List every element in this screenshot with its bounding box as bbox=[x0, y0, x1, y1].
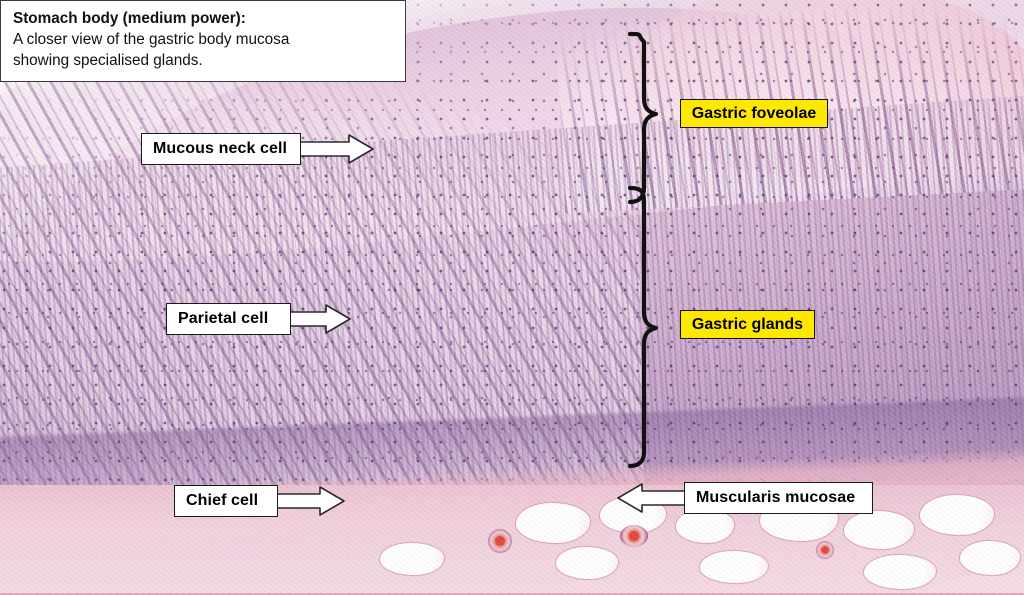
label-parietal-cell-text: Parietal cell bbox=[178, 310, 269, 327]
label-gastric-foveolae[interactable]: Gastric foveolae bbox=[680, 99, 828, 128]
adipocyte bbox=[556, 547, 618, 579]
adipocyte bbox=[700, 551, 768, 583]
label-chief-cell-text: Chief cell bbox=[186, 492, 259, 509]
brace-gastric-foveolae bbox=[626, 26, 660, 206]
label-chief-cell[interactable]: Chief cell bbox=[174, 485, 278, 517]
caption-box: Stomach body (medium power): A closer vi… bbox=[0, 0, 406, 82]
blood-vessel bbox=[620, 525, 648, 547]
adipocyte bbox=[380, 543, 444, 575]
blood-vessel bbox=[816, 541, 834, 559]
arrow-mucous-neck-cell bbox=[291, 134, 375, 164]
submucosa-layer bbox=[0, 485, 1024, 595]
adipocyte bbox=[920, 495, 994, 535]
image-bottom-edge bbox=[0, 593, 1024, 595]
label-gastric-foveolae-text: Gastric foveolae bbox=[691, 104, 817, 122]
label-mucous-neck-cell-text: Mucous neck cell bbox=[153, 140, 288, 157]
blood-vessel bbox=[488, 529, 512, 553]
label-muscularis-mucosae[interactable]: Muscularis mucosae bbox=[684, 482, 873, 514]
adipocyte bbox=[676, 509, 734, 543]
adipocyte bbox=[960, 541, 1020, 575]
label-muscularis-mucosae-text: Muscularis mucosae bbox=[696, 489, 856, 506]
label-parietal-cell[interactable]: Parietal cell bbox=[166, 303, 291, 335]
adipocyte bbox=[844, 511, 914, 549]
caption-line-1: A closer view of the gastric body mucosa bbox=[13, 31, 290, 48]
adipocyte bbox=[864, 555, 936, 589]
adipocyte bbox=[516, 503, 590, 543]
caption-title: Stomach body (medium power): bbox=[13, 10, 246, 27]
brace-gastric-glands bbox=[626, 180, 660, 472]
label-mucous-neck-cell[interactable]: Mucous neck cell bbox=[141, 133, 301, 165]
caption-line-2: showing specialised glands. bbox=[13, 52, 203, 69]
label-gastric-glands-text: Gastric glands bbox=[691, 315, 804, 333]
label-gastric-glands[interactable]: Gastric glands bbox=[680, 310, 815, 339]
